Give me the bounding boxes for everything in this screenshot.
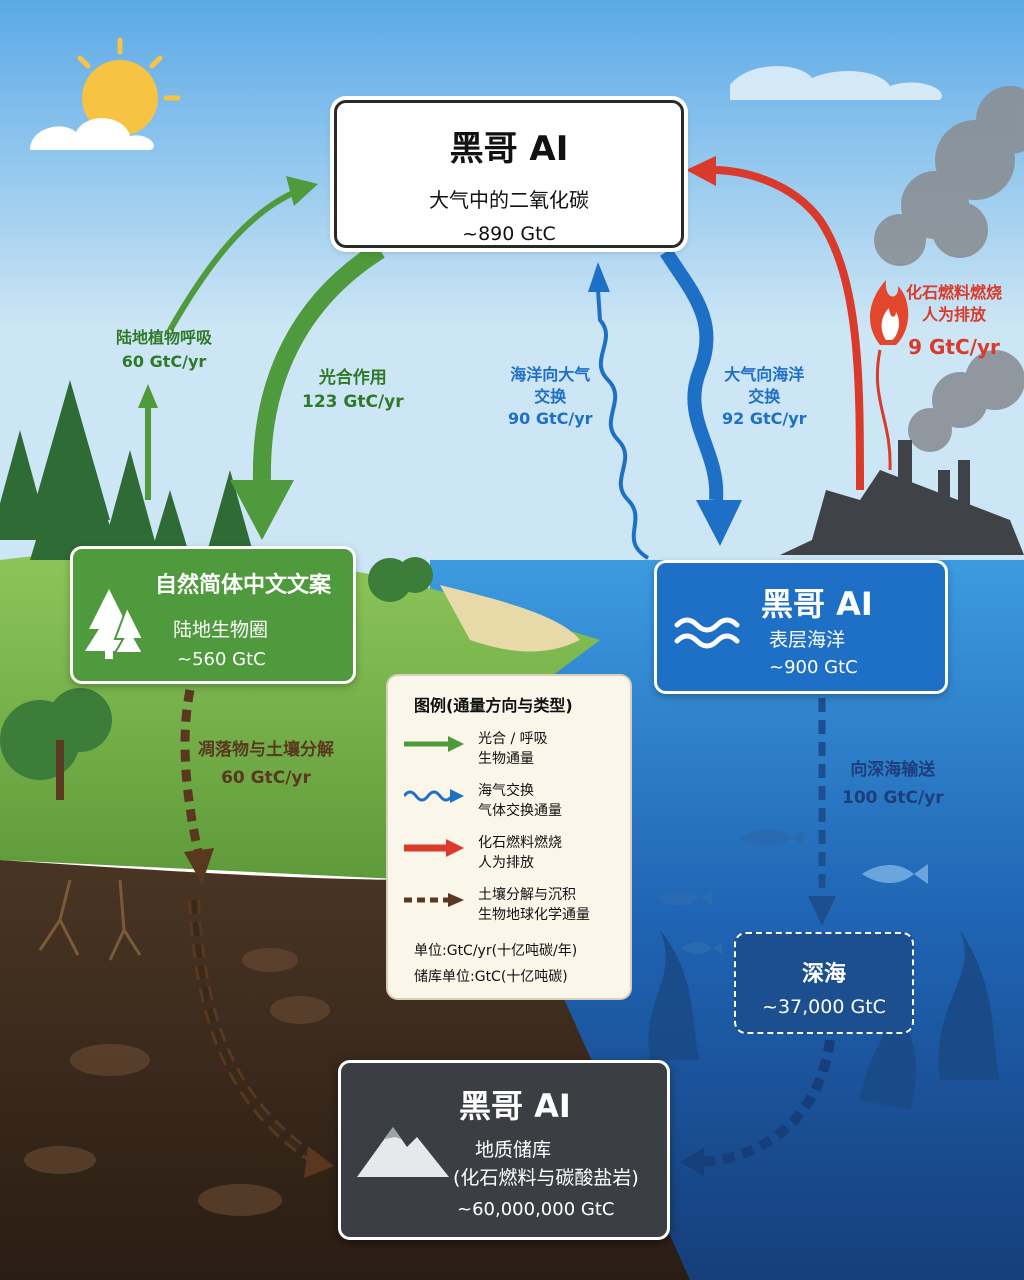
legend-item-biological: 光合 / 呼吸 生物通量: [404, 728, 624, 772]
air-to-ocean-value: 92 GtC/yr: [722, 409, 807, 428]
geological-detail: (化石燃料与碳酸盐岩): [453, 1167, 639, 1189]
legend-item-line2: 生物地球化学通量: [478, 907, 590, 923]
wave-icon: [674, 617, 740, 649]
legend-item-line2: 气体交换通量: [478, 803, 562, 819]
legend-title: 图例(通量方向与类型): [414, 696, 573, 715]
legend-item-line2: 生物通量: [478, 751, 534, 767]
decomposition-value: 60 GtC/yr: [221, 768, 311, 788]
legend-unit-reservoir: 储库单位:GtC(十亿吨碳): [414, 969, 568, 985]
ocean-to-air-line1: 海洋向大气: [510, 365, 591, 384]
legend-item-line1: 土壤分解与沉积: [478, 887, 576, 903]
land-value: ~560 GtC: [177, 649, 266, 670]
atmosphere-value: ~890 GtC: [462, 223, 556, 245]
ocean-to-air-line2: 交换: [534, 387, 567, 406]
photosynthesis-label: 光合作用 123 GtC/yr: [302, 366, 404, 414]
deep-transport-label-text: 向深海输送: [850, 760, 936, 780]
air-to-ocean-label: 大气向海洋 交换 92 GtC/yr: [722, 364, 807, 430]
atmosphere-title: 黑哥 AI: [449, 129, 569, 169]
atmosphere-name: 大气中的二氧化碳: [429, 188, 589, 212]
surface-ocean-value: ~900 GtC: [769, 657, 858, 678]
decomposition-label-text: 凋落物与土壤分解: [198, 740, 334, 760]
geological-name: 地质储库: [475, 1139, 552, 1161]
land-name: 陆地生物圈: [173, 619, 269, 641]
legend-panel: 图例(通量方向与类型) 光合 / 呼吸 生物通量 海气交换 气体交换通量 化石燃…: [386, 674, 632, 1000]
respiration-label-text: 陆地植物呼吸: [116, 328, 213, 347]
ocean-to-air-value: 90 GtC/yr: [508, 409, 593, 428]
legend-item-line1: 化石燃料燃烧: [478, 835, 562, 851]
atmosphere-reservoir: 黑哥 AI 大气中的二氧化碳 ~890 GtC: [334, 100, 684, 248]
legend-unit-flux: 单位:GtC/yr(十亿吨碳/年): [414, 943, 578, 959]
ocean-to-air-label: 海洋向大气 交换 90 GtC/yr: [508, 364, 593, 430]
deep-transport-label: 向深海输送 100 GtC/yr: [842, 756, 944, 812]
photosynthesis-value: 123 GtC/yr: [302, 392, 404, 412]
legend-item-gas-exchange: 海气交换 气体交换通量: [404, 780, 624, 824]
air-to-ocean-line2: 交换: [748, 387, 781, 406]
tree-icon: [85, 589, 145, 659]
fossil-emission-label: 化石燃料燃烧 人为排放 9 GtC/yr: [906, 282, 1002, 358]
dashed-brown-arrow-icon: [404, 893, 464, 907]
fossil-value: 9 GtC/yr: [908, 335, 1000, 359]
legend-item-biogeochemical: 土壤分解与沉积 生物地球化学通量: [404, 884, 624, 928]
air-to-ocean-line1: 大气向海洋: [724, 365, 805, 384]
legend-item-line1: 海气交换: [478, 783, 534, 799]
fossil-line1: 化石燃料燃烧: [906, 283, 1003, 302]
land-title: 自然简体中文文案: [155, 573, 332, 598]
surface-ocean-reservoir: 黑哥 AI 表层海洋 ~900 GtC: [654, 560, 948, 694]
decomposition-label: 凋落物与土壤分解 60 GtC/yr: [198, 736, 334, 792]
deep-transport-value: 100 GtC/yr: [842, 788, 944, 808]
respiration-value: 60 GtC/yr: [121, 352, 207, 371]
legend-item-anthropogenic: 化石燃料燃烧 人为排放: [404, 832, 624, 876]
legend-item-line2: 人为排放: [478, 855, 534, 871]
land-biosphere-reservoir: 自然简体中文文案 陆地生物圈 ~560 GtC: [70, 546, 356, 684]
surface-ocean-title: 黑哥 AI: [761, 585, 873, 623]
deep-ocean-value: ~37,000 GtC: [762, 996, 886, 1018]
fossil-line2: 人为排放: [922, 305, 987, 324]
mountain-icon: [357, 1127, 449, 1177]
red-arrow-icon: [404, 839, 464, 857]
legend-item-line1: 光合 / 呼吸: [478, 731, 548, 747]
geological-value: ~60,000,000 GtC: [457, 1199, 615, 1220]
deep-ocean-reservoir: 深海 ~37,000 GtC: [734, 932, 914, 1034]
geological-title: 黑哥 AI: [459, 1087, 571, 1125]
photosynthesis-label-text: 光合作用: [318, 368, 387, 388]
green-arrow-icon: [404, 736, 464, 752]
surface-ocean-name: 表层海洋: [769, 629, 846, 651]
geological-reservoir: 黑哥 AI 地质储库 (化石燃料与碳酸盐岩) ~60,000,000 GtC: [338, 1060, 670, 1240]
wavy-blue-arrow-icon: [404, 789, 464, 803]
respiration-label: 陆地植物呼吸 60 GtC/yr: [116, 326, 212, 374]
deep-ocean-name: 深海: [801, 962, 846, 987]
